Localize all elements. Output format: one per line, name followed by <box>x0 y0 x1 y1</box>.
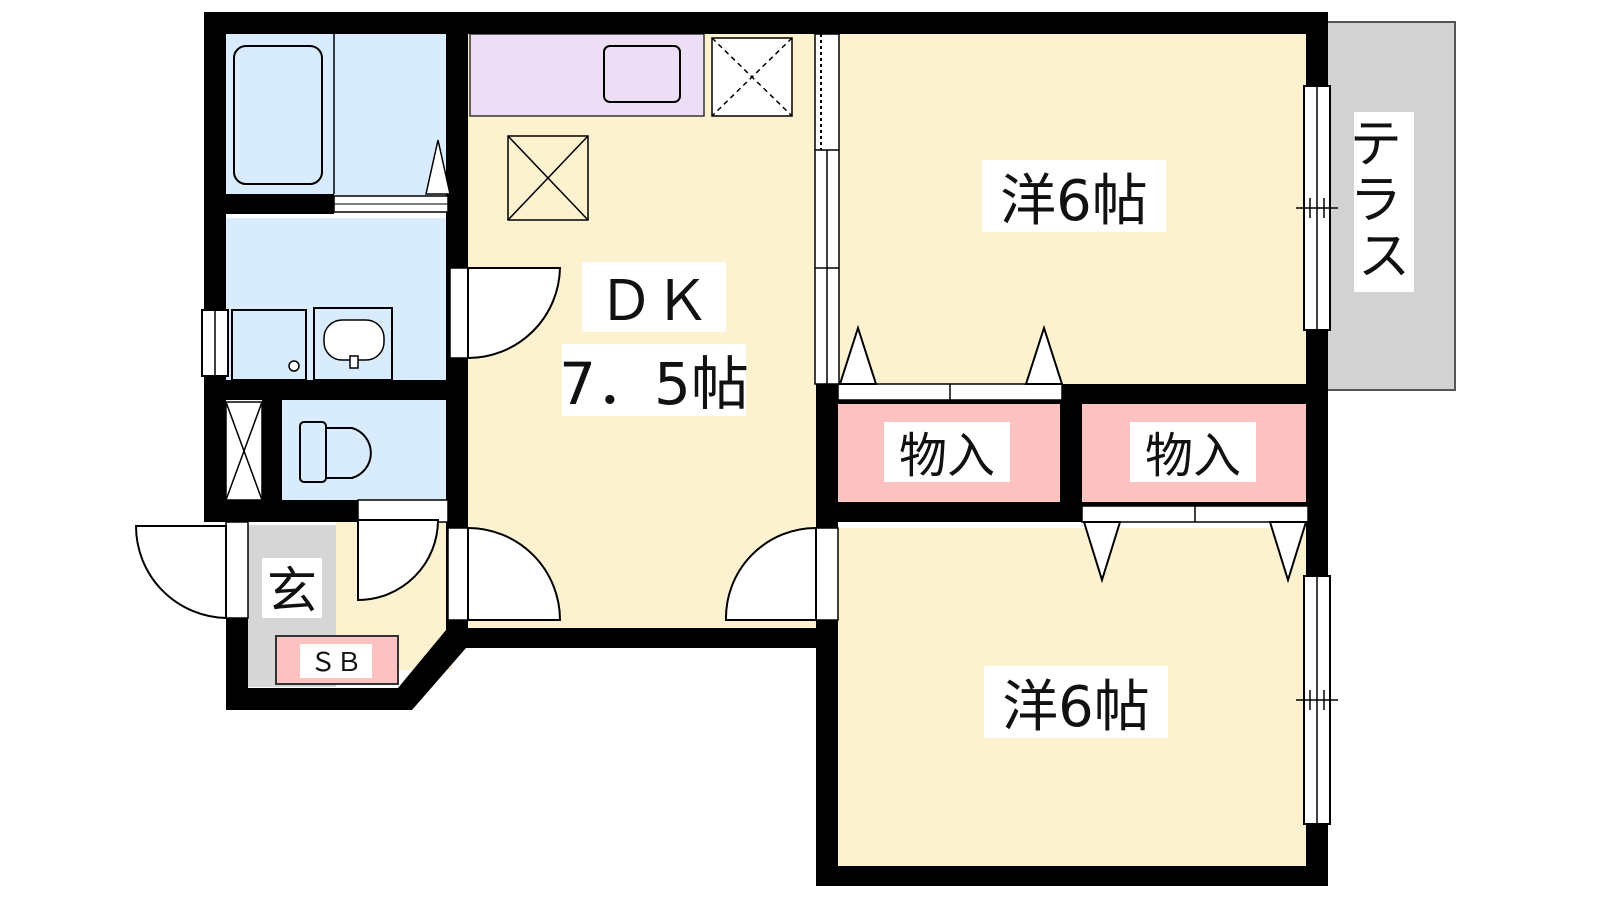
kitchen-sink-icon <box>603 45 681 103</box>
terrace-label: テ ラ ス <box>1350 115 1419 287</box>
closet-right-label: 物入 <box>1145 428 1241 484</box>
terrace-label-bg <box>1354 112 1414 292</box>
shoebox-label-bg <box>300 644 372 678</box>
terrace-char-3: ス <box>1358 227 1410 287</box>
terrace-char-2: ラ <box>1350 171 1402 231</box>
dk-title: ＤＫ <box>598 269 710 334</box>
dk-size: 7．5帖 <box>559 350 749 418</box>
fridge-space-icon <box>711 37 793 117</box>
bathtub-icon <box>233 45 323 185</box>
storage-cross-icon <box>225 401 263 501</box>
doors <box>134 267 839 621</box>
western-room-top-label: 洋6帖 <box>1000 169 1148 234</box>
windows <box>201 33 1338 825</box>
entrance-diagonal-wall <box>398 630 466 710</box>
closet-left-label-bg <box>884 422 1010 482</box>
closet-right-label-bg <box>1130 422 1256 482</box>
storage-box-icon <box>507 135 589 221</box>
western-bottom-label-bg <box>984 666 1168 738</box>
entrance-label: 玄 <box>267 562 317 620</box>
entrance-label-bg <box>262 558 322 618</box>
toilet-icon <box>299 421 372 483</box>
shoebox-label: ＳＢ <box>310 648 362 678</box>
western-top-label-bg <box>982 160 1166 232</box>
closet-doors <box>837 324 1309 584</box>
dk-label-bg <box>582 262 726 332</box>
terrace-char-1: テ <box>1350 115 1402 175</box>
dk-size-bg <box>562 344 746 416</box>
western-room-bottom-label: 洋6帖 <box>1002 675 1150 740</box>
closet-left-label: 物入 <box>899 428 995 484</box>
shower-icon <box>425 139 451 195</box>
